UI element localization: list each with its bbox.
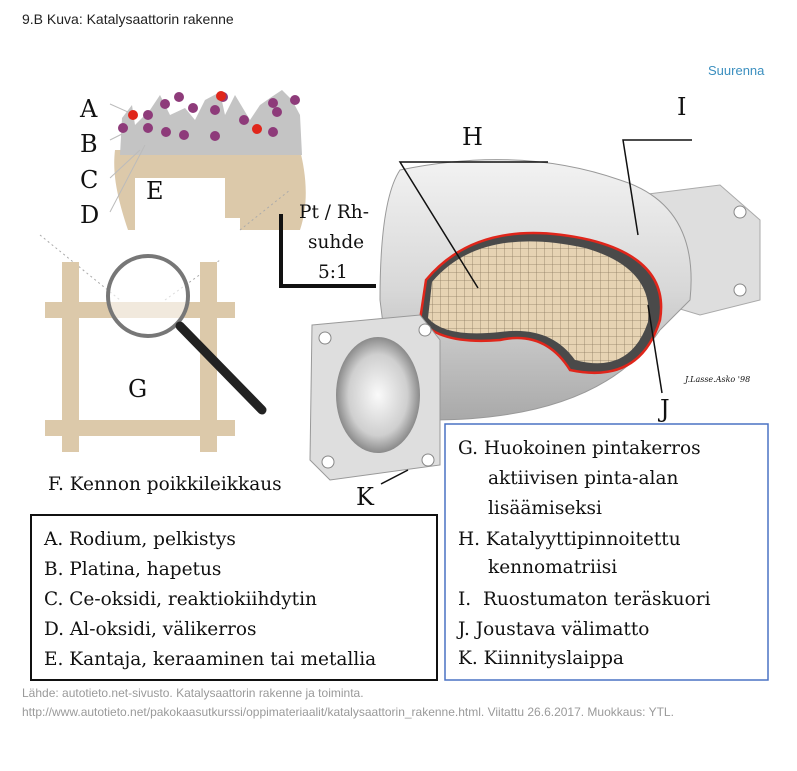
ratio-label-line3: 5:1 [318,262,348,283]
figure-caption: Lähde: autotieto.net-sivusto. Katalysaat… [22,684,782,721]
catalytic-converter-illustration: J.Lasse.Asko '98 [309,159,761,481]
legend-box-layers [30,514,438,681]
legend-item-b: B. Platina, hapetus [44,559,221,580]
artist-signature: J.Lasse.Asko '98 [683,375,750,384]
legend-item-c: C. Ce-oksidi, reaktiokiihdytin [44,589,317,610]
legend-item-j: J. Joustava välimatto [456,619,649,640]
cross-section-caption: F. Kennon poikkileikkaus [48,474,282,495]
magnifier-icon [106,254,190,338]
label-g: G [128,375,147,403]
legend-item-e: E. Kantaja, keraaminen tai metallia [44,649,376,670]
label-e: E [146,177,164,205]
legend-item-g-cont2: lisäämiseksi [488,498,602,519]
label-i: I [677,93,686,121]
label-b: B [80,130,98,158]
rhodium-particles [128,91,262,134]
enlarge-link[interactable]: Suurenna [708,63,765,78]
legend-item-k: K. Kiinnityslaippa [458,648,624,669]
label-h: H [462,123,483,151]
label-j: J [657,395,670,423]
legend-item-g: G. Huokoinen pintakerros [458,438,701,459]
label-a: A [79,95,98,123]
caption-source: Lähde: autotieto.net-sivusto. Katalysaat… [22,686,364,700]
honeycomb-cross-section [45,254,267,452]
label-k: K [356,483,375,511]
coating-layer-detail [109,90,306,230]
legend-item-a: A. Rodium, pelkistys [43,529,236,550]
label-d: D [80,201,99,229]
ratio-label-line2: suhde [308,232,364,253]
catalytic-converter-figure: A B C D E Pt / Rh- suhde 5:1 G F. Kennon… [30,90,769,681]
legend-box-parts [444,423,769,681]
legend-item-d: D. Al-oksidi, välikerros [44,619,257,640]
ratio-label-line1: Pt / Rh- [299,202,369,223]
legend-item-i: I. Ruostumaton teräskuori [458,589,711,610]
label-c: C [80,166,98,194]
ratio-box-border [279,214,376,288]
page-title: 9.B Kuva: Katalysaattorin rakenne [22,11,234,27]
caption-url: http://www.autotieto.net/pakokaasutkurss… [22,704,674,719]
legend-item-h-cont: kennomatriisi [488,557,617,578]
legend-item-h: H. Katalyyttipinnoitettu [458,529,681,550]
legend-item-g-cont1: aktiivisen pinta-alan [488,468,678,489]
